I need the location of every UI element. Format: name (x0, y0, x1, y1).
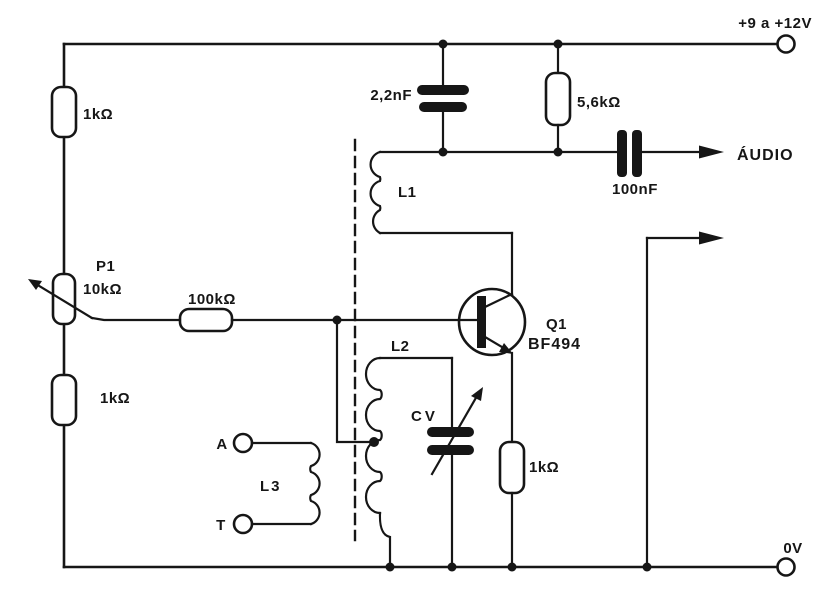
supply-terminal (776, 34, 796, 54)
collector-lead (483, 292, 514, 309)
audio-arrow-icon (699, 145, 724, 159)
junction-dot (507, 562, 517, 572)
resistor-r3-body (178, 307, 234, 333)
potentiometer-wiper-line (34, 282, 94, 320)
junction-dot (332, 315, 342, 325)
cv-plate (427, 445, 474, 455)
resistor-r1-label: 1kΩ (83, 106, 113, 123)
inductor-l1-label: L1 (398, 184, 417, 201)
potentiometer-name-label: P1 (96, 258, 115, 275)
junction-dot (447, 562, 457, 572)
potentiometer-value-label: 10kΩ (83, 281, 122, 298)
resistor-r3-label: 100kΩ (188, 291, 236, 308)
inductor-l2-label: L2 (391, 338, 410, 355)
resistor-r5-body (498, 440, 526, 495)
resistor-r2-body (50, 373, 78, 427)
ground-terminal (776, 557, 796, 577)
inductor-l2: L2 (364, 338, 454, 572)
inductor-l3-coil (309, 441, 321, 526)
transistor-q1-circle (457, 287, 527, 357)
capacitor-c2-label: 100nF (612, 181, 658, 198)
antenna-terminal-t (232, 513, 254, 535)
c2-plate (617, 130, 627, 177)
resistor-r1-body (50, 85, 78, 139)
potentiometer-arrow-icon (28, 279, 42, 290)
junction-dot (438, 147, 448, 157)
c2-plate (632, 130, 642, 177)
wiper-to-base-wire (90, 316, 182, 322)
resistor-r3: 100kΩ (178, 291, 480, 333)
ground-label: 0V (783, 540, 802, 557)
cv-plate (427, 427, 474, 437)
c1-plate (419, 102, 467, 112)
capacitor-c1-label: 2,2nF (370, 87, 412, 104)
supply-label: +9 a +12V (738, 15, 812, 32)
junction-dot (385, 562, 395, 572)
capacitor-cv-label: CV (411, 408, 438, 425)
output-arrow-icon (699, 231, 724, 245)
transistor-part-label: BF494 (528, 336, 581, 353)
junction-dot (438, 39, 448, 49)
emitter-arrow-icon (499, 343, 513, 354)
terminal-a-label: A (216, 436, 227, 453)
resistor-r2-label: 1kΩ (100, 390, 130, 407)
transistor-name-label: Q1 (546, 316, 567, 333)
resistor-r5: 1kΩ (498, 351, 559, 572)
resistor-r2: 1kΩ (50, 373, 130, 427)
inductor-l2-coil (364, 356, 383, 515)
inductor-l3: A T L3 (216, 432, 321, 535)
capacitor-cv: CV (411, 356, 483, 572)
tap-wire (335, 318, 374, 444)
resistor-r1: 1kΩ (50, 85, 113, 139)
audio-output-label: ÁUDIO (737, 145, 794, 164)
antenna-terminal-a (232, 432, 254, 454)
junction-dot (553, 39, 563, 49)
resistor-r4-body (544, 71, 572, 127)
terminal-t-label: T (216, 517, 226, 534)
capacitor-c1: 2,2nF (370, 39, 469, 157)
resistor-r5-label: 1kΩ (529, 459, 559, 476)
potentiometer-p1-body (51, 272, 77, 326)
transistor-q1: Q1 BF494 (457, 287, 581, 357)
cv-adjust-line (430, 394, 479, 476)
resistor-r4: 5,6kΩ (544, 39, 621, 157)
c1-plate (417, 85, 469, 95)
inductor-l1: L1 (369, 150, 514, 297)
junction-dot (553, 147, 563, 157)
cv-arrow-icon (471, 387, 483, 401)
right-branch (642, 231, 724, 572)
inductor-l3-label: L3 (260, 478, 282, 495)
transistor-base-bar (477, 296, 486, 348)
inductor-l1-coil (369, 150, 382, 235)
l2-bottom-wire (378, 511, 392, 569)
potentiometer-p1: P1 10kΩ (28, 258, 182, 326)
junction-dot (642, 562, 652, 572)
capacitor-c2: 100nF (612, 130, 724, 198)
resistor-r4-label: 5,6kΩ (577, 94, 621, 111)
